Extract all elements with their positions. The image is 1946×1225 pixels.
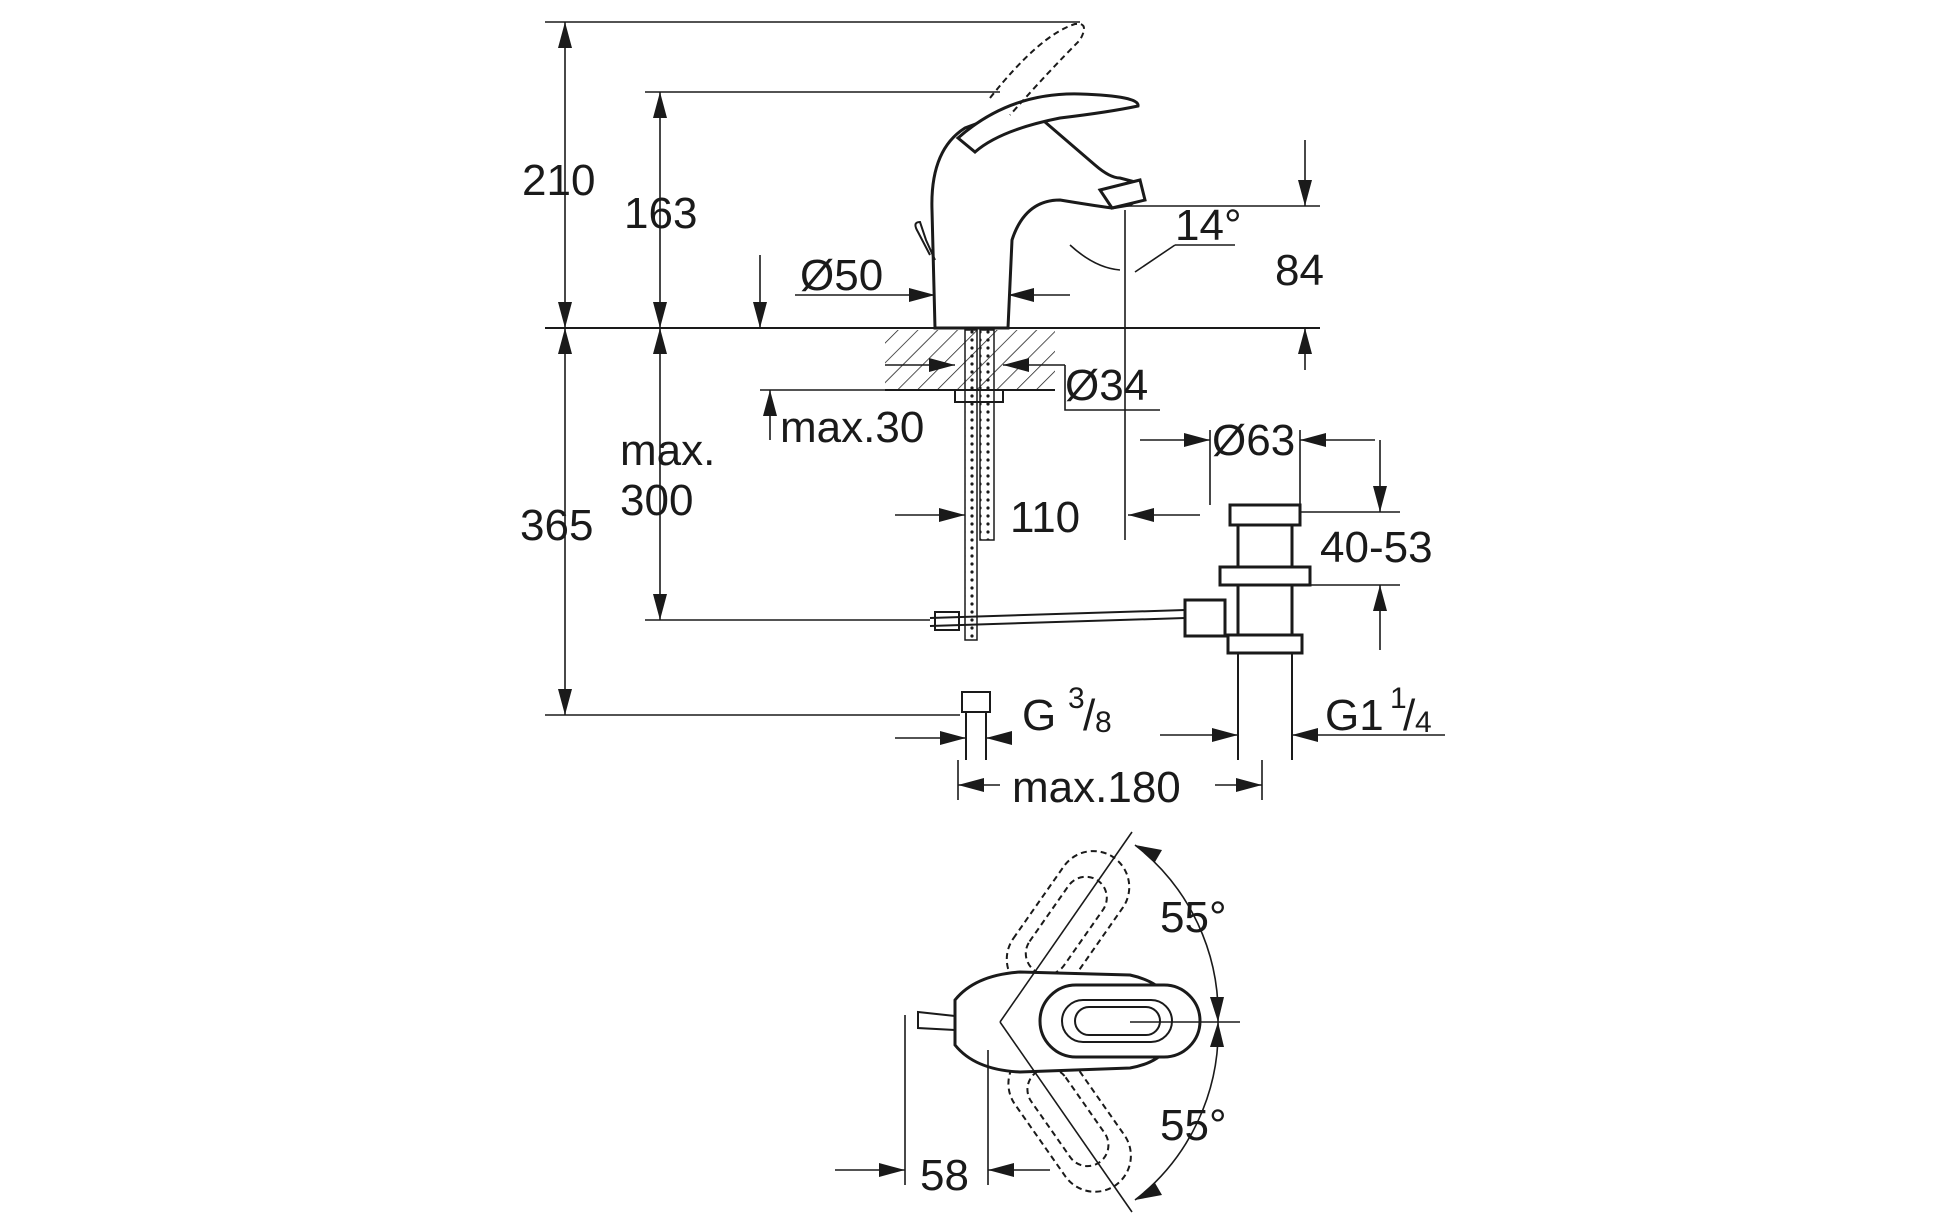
dim-spout-height: 84 bbox=[1275, 246, 1324, 295]
dim-waste-thread-num: 1 bbox=[1390, 682, 1407, 715]
dim-max-offset: max.180 bbox=[1012, 763, 1181, 812]
dim-supply-thread: G bbox=[1022, 691, 1056, 740]
dim-angle-left: 55° bbox=[1160, 893, 1227, 942]
faucet-body bbox=[930, 112, 1141, 330]
dim-max-length-b: 300 bbox=[620, 476, 693, 525]
popup-rod bbox=[914, 220, 936, 261]
waste-valve bbox=[1183, 503, 1312, 760]
supply-hose-right bbox=[979, 329, 995, 541]
side-view: 210 163 Ø50 14° 84 Ø34 max.30 max. 300 3… bbox=[520, 21, 1445, 812]
hose-connector bbox=[961, 691, 991, 713]
svg-text:/: / bbox=[1083, 691, 1096, 740]
pull-rod bbox=[929, 609, 1186, 619]
lever-ghost-raised bbox=[989, 22, 1085, 116]
dim-height-total: 210 bbox=[522, 156, 595, 205]
dim-waste-thread: G1 bbox=[1325, 691, 1384, 740]
dim-supply-thread-den: 8 bbox=[1095, 706, 1112, 739]
spout-outlet bbox=[1097, 178, 1147, 210]
top-lever bbox=[1038, 983, 1202, 1059]
dim-waste-range: 40-53 bbox=[1320, 523, 1433, 572]
dim-supply-thread-num: 3 bbox=[1068, 682, 1085, 715]
svg-text:/: / bbox=[1403, 691, 1416, 740]
dim-waste-thread-den: 4 bbox=[1415, 706, 1432, 739]
top-view: 55° 55° 58 bbox=[835, 831, 1240, 1213]
dim-angle: 14° bbox=[1175, 201, 1242, 250]
dim-angle-right: 55° bbox=[1160, 1101, 1227, 1150]
dim-spout-diameter: Ø50 bbox=[800, 251, 883, 300]
supply-hose-left bbox=[964, 329, 978, 641]
dim-height-spout: 163 bbox=[624, 189, 697, 238]
dim-below-counter: 365 bbox=[520, 501, 593, 550]
dim-reach: 110 bbox=[1010, 493, 1080, 542]
dim-max-length-a: max. bbox=[620, 426, 715, 475]
dim-hole-diameter: Ø34 bbox=[1065, 361, 1148, 410]
dim-lever-length: 58 bbox=[920, 1151, 969, 1200]
dim-max-thickness: max.30 bbox=[780, 403, 924, 452]
mounting-nut bbox=[954, 389, 1004, 403]
faucet-lever bbox=[955, 92, 1140, 154]
dim-waste-diameter: Ø63 bbox=[1212, 416, 1295, 465]
